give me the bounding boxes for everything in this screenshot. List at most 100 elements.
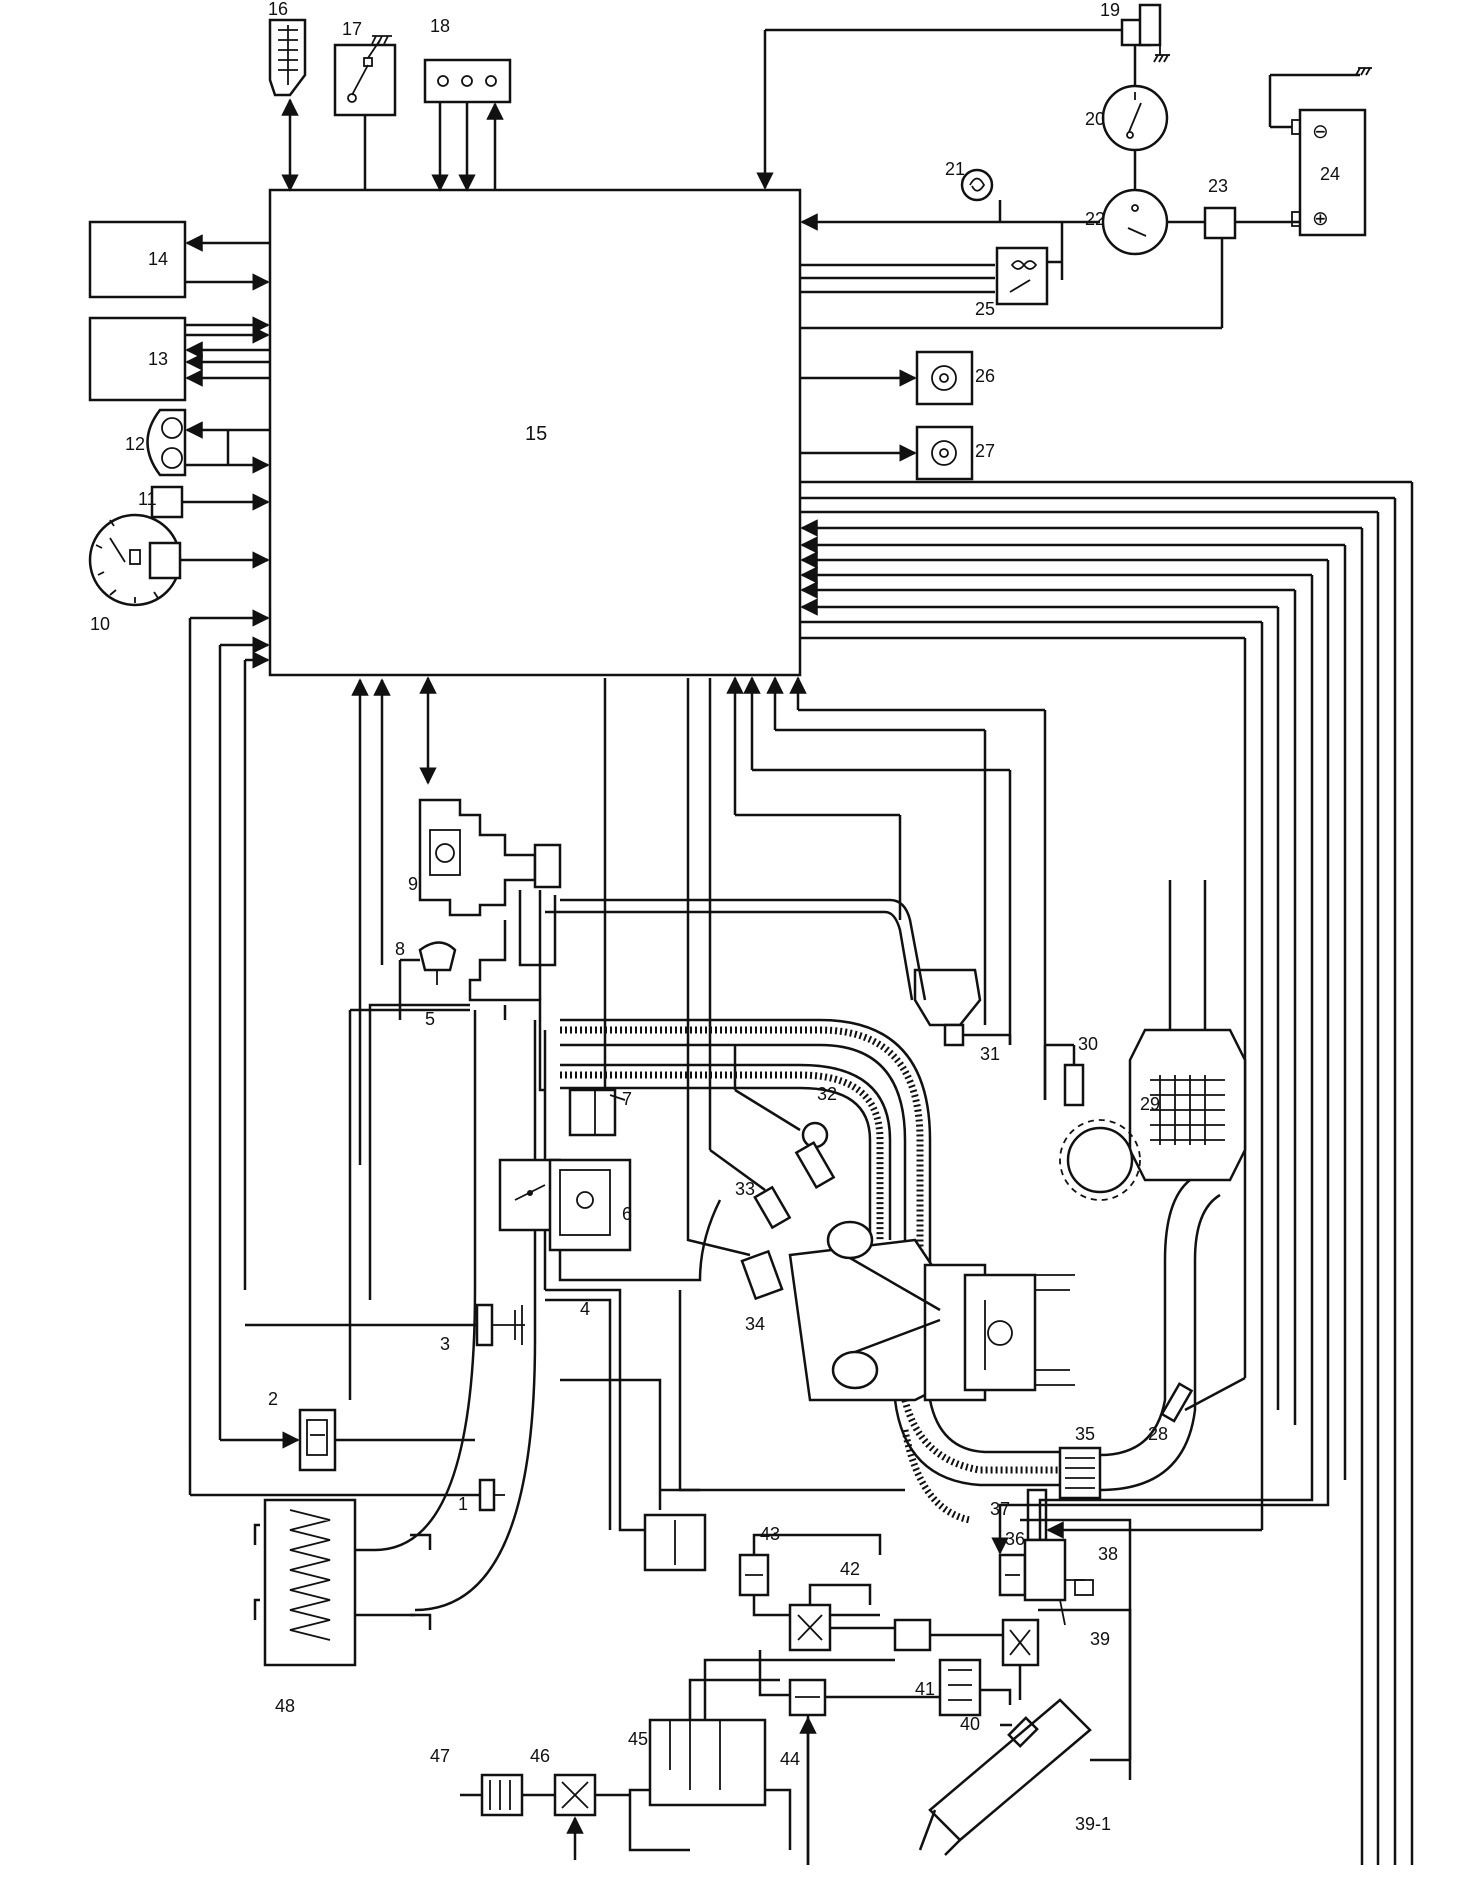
- label-23: 23: [1208, 176, 1228, 196]
- label-45: 45: [628, 1729, 648, 1749]
- air-filter-48: [253, 1498, 432, 1667]
- label-34: 34: [745, 1314, 765, 1334]
- sensor-34: [740, 1249, 784, 1301]
- ecu-block: [268, 188, 802, 677]
- engine-cylinder: [788, 1220, 1075, 1402]
- catalyst-29: [1128, 1028, 1247, 1182]
- valve-8: [418, 941, 457, 985]
- label-32: 32: [817, 1084, 837, 1104]
- unit-41: [938, 1658, 982, 1717]
- label-8: 8: [395, 939, 405, 959]
- pre-catalyst-35: [1058, 1446, 1102, 1500]
- label-24: 24: [1320, 164, 1340, 184]
- label-44: 44: [780, 1749, 800, 1769]
- injector-32: [794, 1121, 836, 1190]
- label-9: 9: [408, 874, 418, 894]
- label-42: 42: [840, 1559, 860, 1579]
- label-43: 43: [760, 1524, 780, 1544]
- sensor-37: [998, 1553, 1027, 1597]
- label-11: 11: [138, 489, 157, 509]
- filter-inline: [893, 1618, 932, 1652]
- label-22: 22: [1085, 209, 1105, 229]
- trigger-wheel: [1059, 1119, 1141, 1201]
- label-40: 40: [960, 1714, 980, 1734]
- gauge-10: [88, 513, 182, 607]
- label-7: 7: [622, 1089, 632, 1109]
- label-10: 10: [90, 614, 110, 634]
- switch-17: [333, 35, 397, 117]
- label-48: 48: [275, 1696, 295, 1716]
- label-20: 20: [1085, 109, 1105, 129]
- label-25: 25: [975, 299, 995, 319]
- component-19: [1120, 3, 1170, 63]
- crank-sensor-30: [1063, 1045, 1085, 1107]
- filler-neck-39-1: [918, 1698, 1092, 1856]
- three-pin-module-18: [423, 58, 512, 104]
- label-35: 35: [1075, 1424, 1095, 1444]
- label-18: 18: [430, 16, 450, 36]
- lamp-21: [960, 168, 994, 202]
- valve-2: [298, 1408, 337, 1472]
- label-47: 47: [430, 1746, 450, 1766]
- label-36: 36: [1005, 1529, 1025, 1549]
- label-26: 26: [975, 366, 995, 386]
- fuel-pump-39: [1001, 1618, 1040, 1667]
- battery-minus-symbol: ⊖: [1312, 121, 1329, 143]
- sensor-31: [913, 968, 982, 1047]
- sensor-33: [753, 1185, 792, 1230]
- label-38: 38: [1098, 1544, 1118, 1564]
- switch-20: [1101, 84, 1169, 152]
- switch-22: [1101, 188, 1169, 256]
- battery-plus-symbol: ⊕: [1312, 208, 1329, 230]
- valve-43: [738, 1553, 770, 1597]
- label-19: 19: [1100, 0, 1120, 20]
- label-21: 21: [945, 159, 965, 179]
- label-37: 37: [990, 1499, 1010, 1519]
- module-13: [88, 316, 187, 402]
- fuse-23: [1203, 206, 1237, 240]
- sensor-11: [150, 485, 184, 519]
- label-17: 17: [342, 19, 362, 39]
- regulator-7: [568, 1088, 626, 1137]
- sensor-1: [478, 1478, 505, 1512]
- label-15: 15: [525, 423, 547, 445]
- label-6: 6: [622, 1204, 632, 1224]
- label-3: 3: [440, 1334, 450, 1354]
- sensor-12: [146, 408, 187, 477]
- label-33: 33: [735, 1179, 755, 1199]
- o2-sensor-28: [1160, 1382, 1194, 1423]
- diagnostic-connector-16: [268, 18, 307, 97]
- label-41: 41: [915, 1679, 935, 1699]
- label-31: 31: [980, 1044, 1000, 1064]
- throttle-actuator-9: [418, 798, 562, 917]
- label-46: 46: [530, 1746, 550, 1766]
- filter-47: [480, 1773, 524, 1817]
- valve-44: [788, 1678, 827, 1717]
- label-5: 5: [425, 1009, 435, 1029]
- label-2: 2: [268, 1389, 278, 1409]
- label-39: 39: [1090, 1629, 1110, 1649]
- canister-45: [648, 1718, 767, 1807]
- label-1: 1: [458, 1494, 468, 1514]
- label-30: 30: [1078, 1034, 1098, 1054]
- fuel-rail-6: [548, 1158, 632, 1252]
- valve-46: [553, 1773, 597, 1817]
- label-4: 4: [580, 1299, 590, 1319]
- label-39-1: 39-1: [1075, 1814, 1111, 1834]
- relay-25: [995, 246, 1049, 306]
- module-14: [88, 220, 187, 299]
- fan-26: [915, 350, 974, 406]
- sensor-38: [1023, 1538, 1094, 1602]
- sensor-3: [475, 1303, 525, 1347]
- label-29: 29: [1140, 1094, 1160, 1114]
- label-12: 12: [125, 434, 145, 454]
- label-27: 27: [975, 441, 995, 461]
- valve-42: [788, 1603, 832, 1652]
- label-16: 16: [268, 0, 288, 19]
- battery-24: ⊖ ⊕: [1291, 108, 1367, 237]
- label-14: 14: [148, 249, 168, 269]
- label-13: 13: [148, 349, 168, 369]
- fan-27: [915, 425, 974, 481]
